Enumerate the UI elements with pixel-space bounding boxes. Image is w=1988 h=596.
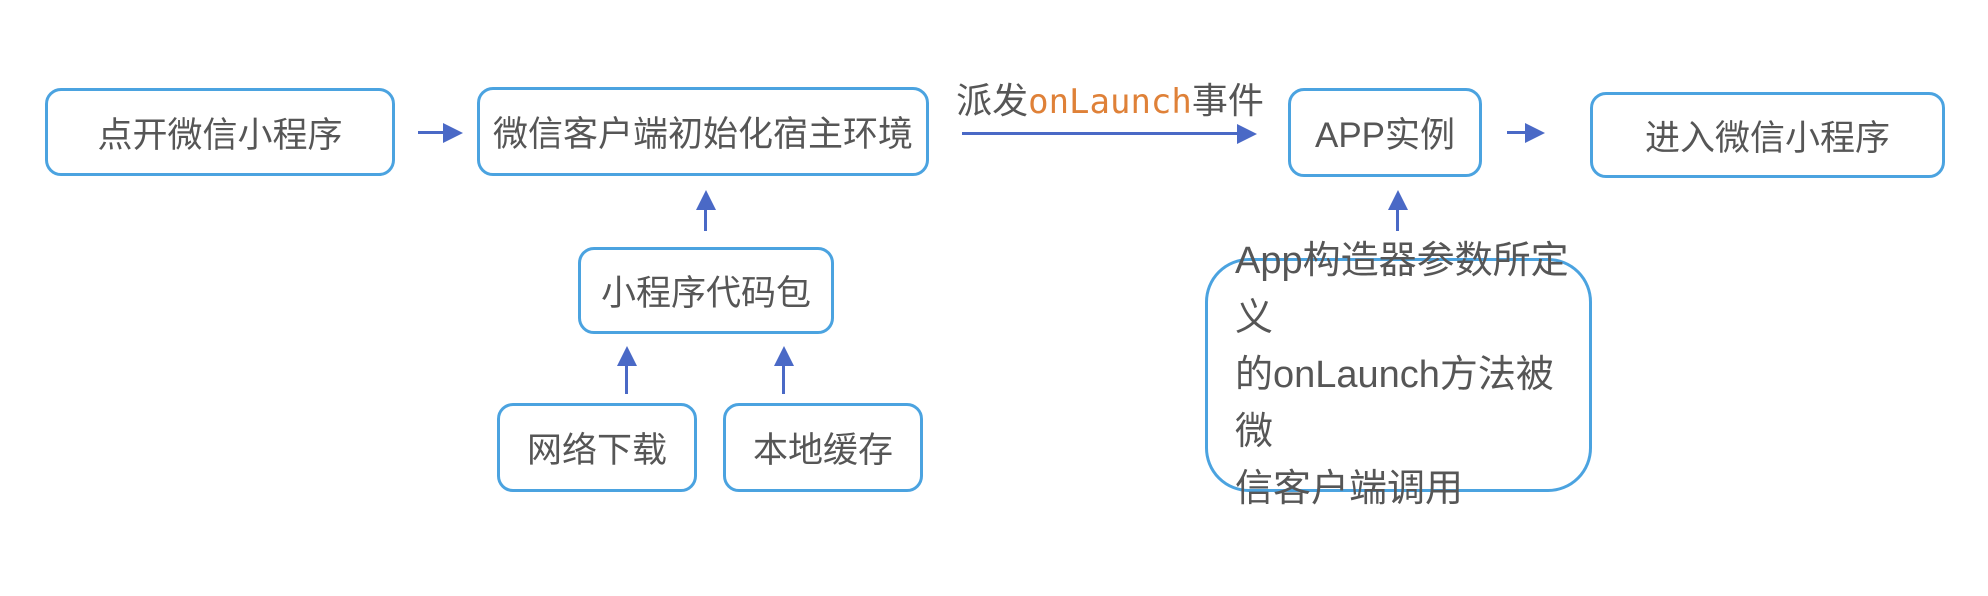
right-arrow-icon (418, 122, 463, 143)
node-open-miniprogram-label: 点开微信小程序 (97, 115, 343, 155)
right-arrow-icon (1507, 122, 1545, 143)
up-arrow-icon (773, 346, 794, 394)
node-onlaunch-description-text: App构造器参数所定义 的onLaunch方法被微 信客户端调用 (1235, 239, 1569, 510)
node-local-cache-label: 本地缓存 (752, 431, 893, 470)
node-local-cache: 本地缓存 (723, 403, 923, 492)
node-init-host-env-label: 微信客户端初始化宿主环境 (492, 115, 913, 154)
up-arrow-icon (695, 190, 716, 231)
dispatch-label-prefix: 派发 (956, 80, 1029, 121)
node-network-download-label: 网络下载 (526, 431, 667, 470)
node-app-instance: APP实例 (1288, 88, 1482, 177)
dispatch-right-arrow-icon (962, 123, 1257, 144)
up-arrow-icon (616, 346, 637, 394)
node-enter-miniprogram: 进入微信小程序 (1590, 92, 1945, 178)
node-network-download: 网络下载 (497, 403, 697, 492)
dispatch-onlaunch-label: 派发onLaunch事件 (940, 72, 1280, 124)
node-onlaunch-description: App构造器参数所定义 的onLaunch方法被微 信客户端调用 (1205, 240, 1592, 510)
node-open-miniprogram: 点开微信小程序 (45, 88, 395, 176)
node-code-package-label: 小程序代码包 (600, 274, 811, 313)
dispatch-label-suffix: 事件 (1191, 80, 1264, 121)
node-enter-miniprogram-label: 进入微信小程序 (1644, 118, 1890, 158)
up-arrow-icon (1387, 190, 1408, 231)
node-init-host-env: 微信客户端初始化宿主环境 (477, 87, 929, 176)
dispatch-label-code: onLaunch (1028, 82, 1192, 122)
node-app-instance-label: APP实例 (1314, 116, 1456, 155)
node-code-package: 小程序代码包 (578, 247, 834, 334)
